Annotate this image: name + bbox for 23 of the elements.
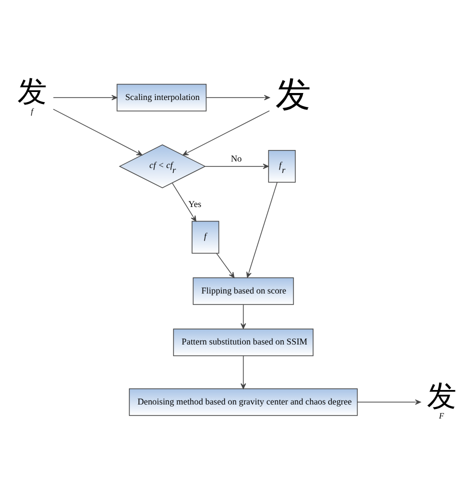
edge-label: Yes: [188, 198, 202, 208]
arrow: [246, 182, 278, 278]
arrow: [204, 163, 269, 169]
node-text: 发: [276, 74, 312, 115]
arrow: [216, 252, 235, 278]
arrow: [357, 398, 421, 404]
node-box: f: [192, 220, 220, 254]
arrow: [172, 182, 196, 222]
node-box: Pattern substitution based on SSIM: [173, 328, 314, 356]
arrow: [206, 94, 270, 100]
node-text: 发: [426, 378, 457, 414]
node-label: f: [30, 106, 34, 116]
node-box: Flipping based on score: [192, 276, 294, 304]
node-box: Denoising method based on gravity center and chaos degree: [128, 388, 358, 416]
node-box: Scaling interpolation: [116, 83, 207, 111]
arrow: [52, 108, 142, 155]
node-label: F: [439, 411, 444, 420]
arrow: [52, 94, 118, 100]
arrow: [240, 354, 246, 389]
arrow: [240, 304, 246, 329]
arrow: [182, 110, 270, 155]
edge-label: No: [230, 153, 242, 164]
node-text: 发: [18, 74, 48, 110]
